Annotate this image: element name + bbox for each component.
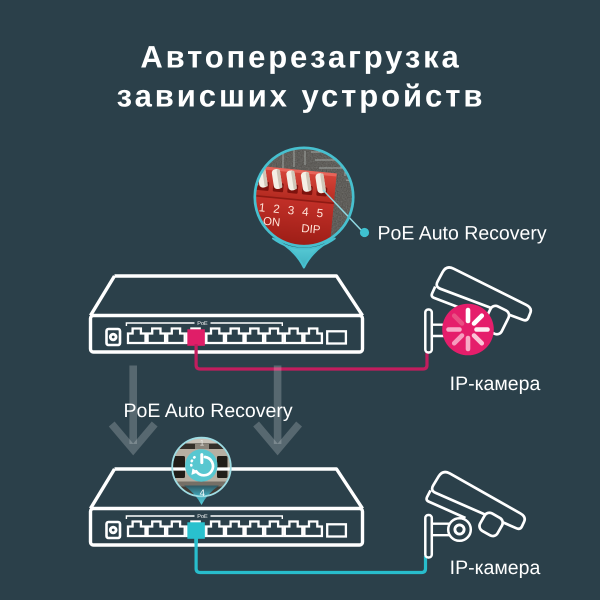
svg-text:зависших устройств: зависших устройств [117,79,486,114]
svg-text:1: 1 [200,439,205,448]
svg-text:3: 3 [287,203,295,218]
svg-text:4: 4 [301,204,309,219]
svg-text:PoE: PoE [197,321,208,327]
svg-text:PoE: PoE [197,514,208,520]
svg-text:PoE Auto Recovery: PoE Auto Recovery [378,223,547,245]
svg-text:Автоперезагрузка: Автоперезагрузка [140,40,461,75]
svg-text:IP-камера: IP-камера [450,373,541,395]
svg-text:5: 5 [316,206,324,221]
svg-text:DIP: DIP [301,223,322,237]
svg-text:IP-камера: IP-камера [450,557,541,579]
svg-text:1: 1 [258,200,266,215]
svg-text:PoE Auto Recovery: PoE Auto Recovery [124,400,293,422]
svg-text:4: 4 [200,488,205,499]
svg-text:2: 2 [273,202,281,217]
